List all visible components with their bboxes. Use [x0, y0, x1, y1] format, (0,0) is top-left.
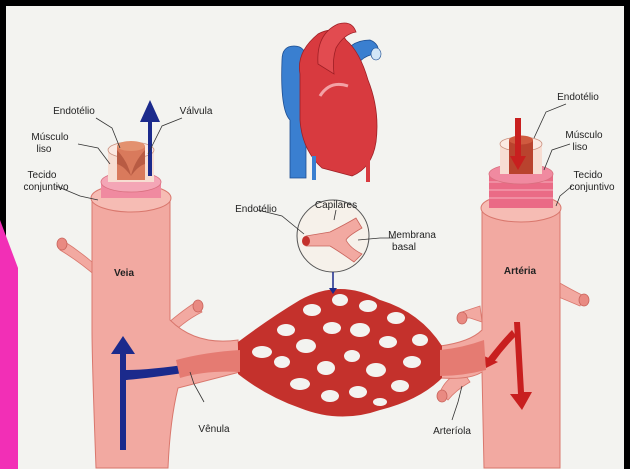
artery-branch-opening: [457, 312, 467, 324]
vessel-red-small: [366, 156, 370, 182]
label-arteriola: Arteríola: [433, 426, 471, 437]
vein-lumen-top: [117, 141, 145, 151]
vein-branch-opening: [193, 300, 203, 312]
pulmonary-opening: [371, 48, 381, 60]
heart: [282, 23, 381, 182]
label-tecido-right-2: conjuntivo: [569, 182, 614, 193]
label-capilares: Capilares: [315, 200, 357, 211]
label-veia: Veia: [114, 268, 134, 279]
arteriole-opening: [437, 390, 447, 402]
label-tecido-left-2: conjuntivo: [23, 182, 68, 193]
label-musculo-right-1: Músculo: [565, 130, 603, 141]
label-arteria: Artéria: [504, 266, 537, 277]
label-endotelio-right: Endotélio: [557, 92, 599, 103]
label-membrana-1: Membrana: [388, 230, 436, 241]
label-tecido-left-1: Tecido: [28, 170, 57, 181]
zoom-capillary-lumen: [302, 236, 310, 246]
label-membrana-2: basal: [392, 242, 416, 253]
vein-branch-opening: [57, 238, 67, 250]
vessel-blue-small: [312, 156, 316, 180]
label-endotelio-left: Endotélio: [53, 106, 95, 117]
artery-branch-opening: [579, 294, 589, 306]
label-musculo-left-2: liso: [36, 144, 51, 155]
label-valvula: Válvula: [180, 106, 213, 117]
label-venula: Vênula: [198, 424, 230, 435]
label-tecido-right-1: Tecido: [574, 170, 603, 181]
label-musculo-right-2: liso: [572, 142, 587, 153]
label-endotelio-center: Endotélio: [235, 204, 277, 215]
label-musculo-left-1: Músculo: [31, 132, 69, 143]
